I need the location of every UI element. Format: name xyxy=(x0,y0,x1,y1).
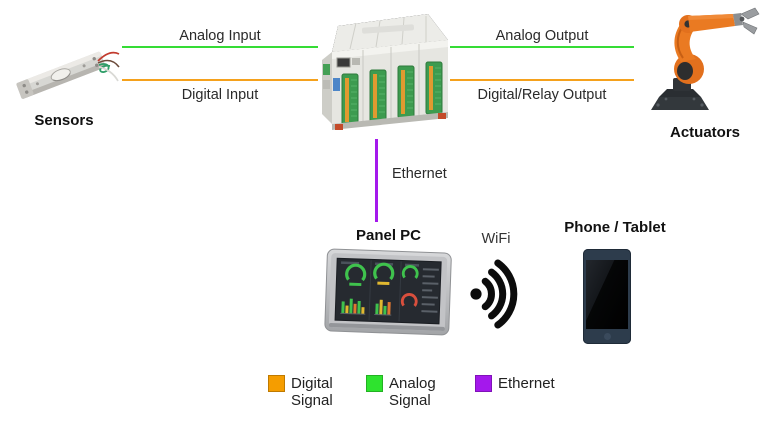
panel-pc-label: Panel PC xyxy=(355,227,422,244)
analog-output-line xyxy=(450,46,634,48)
digital-relay-output-label: Digital/Relay Output xyxy=(477,87,607,103)
legend-label: Analog Signal xyxy=(389,375,436,409)
analog-output-label: Analog Output xyxy=(495,28,589,44)
legend-item-digital-signal: Digital Signal xyxy=(268,375,349,409)
smartphone-home-button xyxy=(603,333,611,340)
smartphone-screen xyxy=(586,260,628,329)
analog-signal-swatch xyxy=(366,375,383,392)
legend-item-analog-signal: Analog Signal xyxy=(366,375,447,409)
ethernet-swatch xyxy=(475,375,492,392)
wifi-icon xyxy=(470,259,518,329)
digital-signal-swatch xyxy=(268,375,285,392)
legend-item-ethernet: Ethernet xyxy=(475,375,555,392)
smartphone-image xyxy=(583,249,631,344)
plc-controller-image xyxy=(322,14,448,130)
wifi-label: WiFi xyxy=(481,231,511,247)
robot-arm-image xyxy=(651,7,760,110)
sensors-label: Sensors xyxy=(34,112,94,129)
load-cell-sensor-image xyxy=(16,51,120,99)
digital-relay-output-line xyxy=(450,79,634,81)
legend-label: Digital Signal xyxy=(291,375,333,409)
legend-label: Ethernet xyxy=(498,375,555,392)
digital-input-line xyxy=(122,79,318,81)
analog-input-line xyxy=(122,46,318,48)
actuators-label: Actuators xyxy=(669,124,740,141)
digital-input-label: Digital Input xyxy=(181,87,259,103)
phone-tablet-label: Phone / Tablet xyxy=(564,219,666,236)
ethernet-connection-label: Ethernet xyxy=(392,166,447,182)
ethernet-line xyxy=(375,139,378,222)
panel-pc-image xyxy=(324,248,452,336)
analog-input-label: Analog Input xyxy=(179,28,261,44)
